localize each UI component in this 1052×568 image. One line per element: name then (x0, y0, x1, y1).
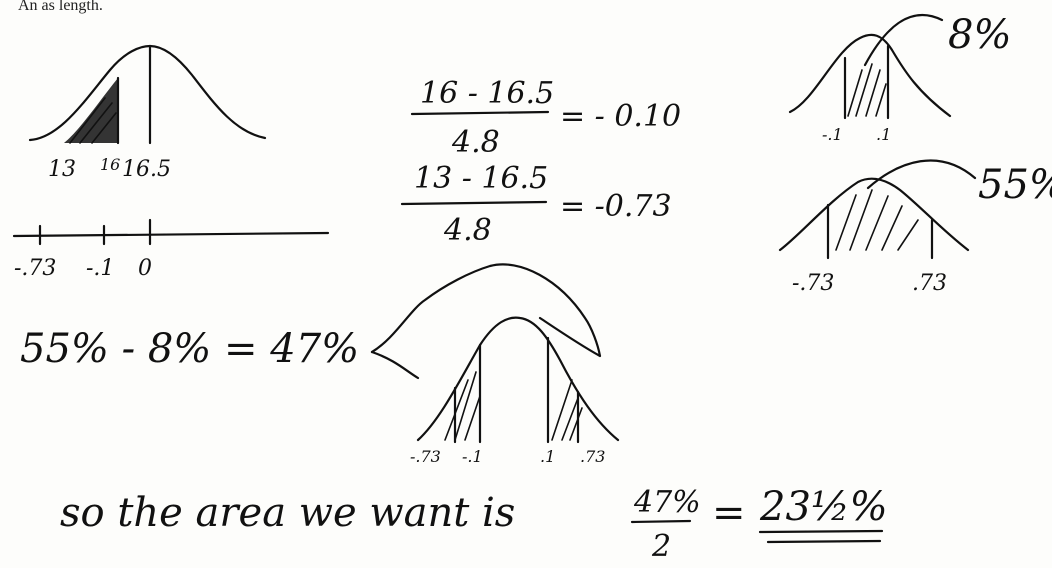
curve-small-1-tick-pos: .1 (876, 125, 891, 144)
conclusion-equals: = (712, 490, 746, 536)
normal-curve-bottom: -.73 -.1 .1 .73 (370, 263, 620, 466)
formula-2-numerator: 13 - 16.5 (414, 161, 548, 196)
curve-small-1-tick-neg: -.1 (822, 125, 843, 144)
curve-bottom-tick-pos-1: .1 (540, 447, 555, 466)
answer-underline-1 (758, 529, 884, 534)
curve-small-2-annotation: 55% (978, 162, 1052, 208)
formula-2-denominator: 4.8 (443, 213, 492, 248)
formula-2-result: = -0.73 (560, 189, 672, 224)
normal-curve-1: 13 16 16.5 (28, 44, 267, 182)
curve-small-2-shading (835, 189, 919, 251)
numberline-tick-neg-73: -.73 (14, 256, 56, 281)
formula-1-numerator: 16 - 16.5 (420, 76, 554, 111)
formula-1-result: = - 0.10 (560, 99, 681, 134)
normal-curve-small-2: 55% -.73 .73 (778, 159, 1052, 296)
z-score-formula-1: 16 - 16.5 4.8 = - 0.10 (410, 76, 681, 160)
answer-underline-2 (766, 539, 882, 544)
curve-small-1-shading (847, 63, 887, 117)
conclusion-fraction-denominator: 2 (651, 529, 671, 564)
normal-curve-small-1: 8% -.1 .1 (788, 12, 1011, 144)
numberline-tick-0: 0 (138, 256, 152, 281)
curve-1-label-13: 13 (48, 157, 76, 182)
curve-bottom-tick-neg-73: -.73 (410, 447, 441, 466)
z-score-formula-2: 13 - 16.5 4.8 = -0.73 (400, 161, 672, 248)
curve-bottom-tick-pos-73: .73 (580, 447, 605, 466)
curve-small-2-tick-pos: .73 (912, 271, 947, 296)
conclusion-text: so the area we want is (60, 490, 515, 536)
conclusion-answer: 23½% (759, 484, 888, 530)
curve-small-2-tick-neg: -.73 (792, 271, 834, 296)
formula-1-denominator: 4.8 (451, 125, 500, 160)
conclusion-fraction-numerator: 47% (633, 485, 701, 520)
number-line: -.73 -.1 0 (12, 218, 330, 281)
curve-bottom-tick-neg-1: -.1 (462, 447, 483, 466)
curve-1-label-16: 16 (100, 155, 120, 174)
difference-statement: 55% - 8% = 47% (20, 326, 359, 372)
curve-bottom-shading-left (444, 371, 481, 441)
curve-1-label-16-5: 16.5 (122, 157, 171, 182)
curve-small-1-annotation: 8% (948, 12, 1011, 58)
header-fragment: An as length. (18, 0, 103, 14)
curve-bottom-shading-right (551, 379, 583, 441)
curve-1-shading (64, 78, 118, 144)
numberline-tick-neg-1: -.1 (86, 256, 114, 281)
conclusion-line: so the area we want is 47% 2 = 23½% (60, 484, 888, 564)
